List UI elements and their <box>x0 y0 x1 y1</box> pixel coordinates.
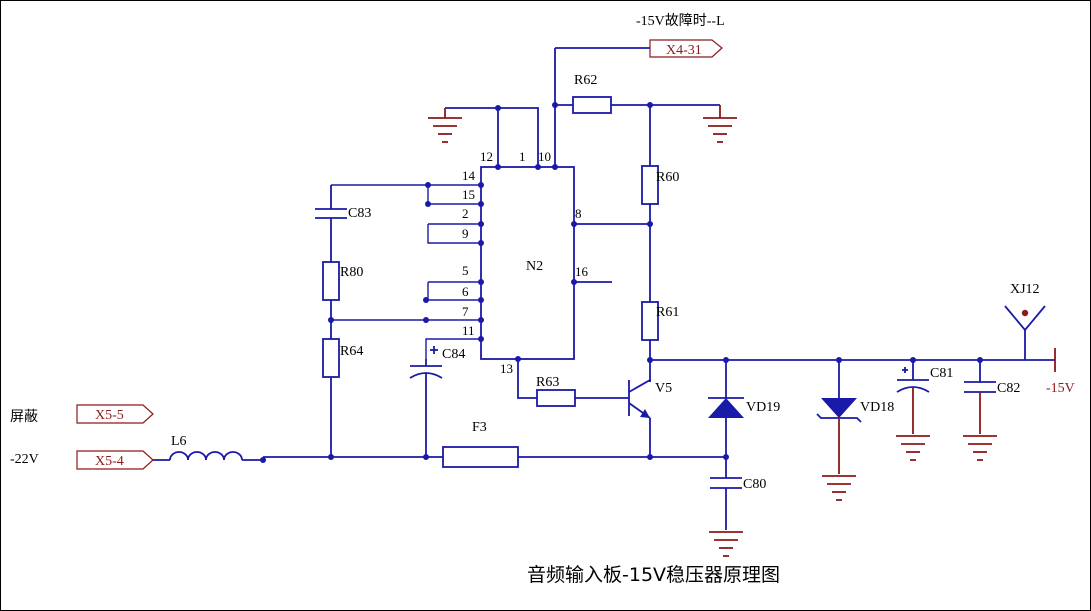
ground-symbol-c80 <box>709 531 743 557</box>
xj12-label: XJ12 <box>1010 282 1040 297</box>
resistor-r63 <box>536 389 576 407</box>
pin-1-label: 1 <box>519 149 526 164</box>
shield-label: 屏蔽 <box>10 409 38 425</box>
junction-dot <box>478 201 484 207</box>
pin-16-label: 16 <box>575 264 589 279</box>
r64-label: R64 <box>340 344 363 359</box>
pin-11-label: 11 <box>462 323 475 338</box>
r61-label: R61 <box>656 305 679 320</box>
c83-label: C83 <box>348 206 371 221</box>
junction-dot <box>552 102 558 108</box>
c82-label: C82 <box>997 381 1020 396</box>
fault-note: -15V故障时--L <box>636 13 725 29</box>
resistor-r62 <box>572 96 612 114</box>
capacitor-c82 <box>964 360 996 434</box>
junction-dot <box>423 454 429 460</box>
vd19-label: VD19 <box>746 400 780 415</box>
r62-label: R62 <box>574 73 597 88</box>
pin-5-label: 5 <box>462 263 469 278</box>
capacitor-c81 <box>896 360 930 434</box>
pin-8-label: 8 <box>575 206 582 221</box>
pin-15-label: 15 <box>462 187 475 202</box>
junction-dot <box>478 221 484 227</box>
junction-dot <box>478 317 484 323</box>
diagram-title: 音频输入板-15V稳压器原理图 <box>527 564 780 586</box>
ic-n2-body <box>480 166 575 360</box>
ground-symbol-top-left <box>428 117 462 143</box>
junction-dot <box>423 317 429 323</box>
port-x5-5 <box>76 404 154 424</box>
minus22v-label: -22V <box>10 452 39 467</box>
junction-dot <box>571 221 577 227</box>
resistor-r64 <box>322 338 340 378</box>
junction-dot <box>495 164 501 170</box>
zener-diode-vd19 <box>708 360 744 478</box>
pin-14-label: 14 <box>462 168 476 183</box>
capacitor-c83 <box>315 185 347 262</box>
junction-dot <box>425 201 431 207</box>
resistor-r80 <box>322 261 340 301</box>
pin-2-label: 2 <box>462 206 469 221</box>
junction-dot <box>478 182 484 188</box>
r60-label: R60 <box>656 170 679 185</box>
junction-dot <box>647 454 653 460</box>
pin-12-label: 12 <box>480 149 493 164</box>
pin-13-label: 13 <box>500 361 513 376</box>
junction-dot <box>495 105 501 111</box>
port-x5-5-label: X5-5 <box>95 408 124 423</box>
f3-label: F3 <box>472 420 487 435</box>
junction-dot <box>478 297 484 303</box>
vd18-label: VD18 <box>860 400 894 415</box>
l6-label: L6 <box>171 434 187 449</box>
v5-label: V5 <box>655 381 672 396</box>
junction-dot <box>478 279 484 285</box>
r63-label: R63 <box>536 375 559 390</box>
junction-dot <box>478 336 484 342</box>
port-x5-4-label: X5-4 <box>95 454 124 469</box>
wire-pin13 <box>517 359 537 399</box>
capacitor-c84 <box>409 346 443 457</box>
junction-dot <box>552 164 558 170</box>
junction-dot <box>647 221 653 227</box>
junction-dot <box>478 240 484 246</box>
transistor-v5 <box>628 379 651 457</box>
pin-6-label: 6 <box>462 284 469 299</box>
junction-dot <box>328 454 334 460</box>
junction-dot <box>425 182 431 188</box>
pin-7-label: 7 <box>462 304 469 319</box>
ic-n2-label: N2 <box>526 259 543 274</box>
port-x4-31-label: X4-31 <box>666 43 702 58</box>
port-x4-31 <box>649 39 723 58</box>
inductor-l6 <box>152 451 263 461</box>
ground-symbol-c82 <box>963 435 997 461</box>
test-point-xj12 <box>1004 305 1046 360</box>
pin-9-label: 9 <box>462 226 469 241</box>
ground-symbol-top-right <box>703 117 737 143</box>
junction-dot <box>423 297 429 303</box>
c81-label: C81 <box>930 366 953 381</box>
fuse-f3 <box>442 446 519 468</box>
r80-label: R80 <box>340 265 363 280</box>
junction-dot <box>647 357 653 363</box>
pin-10-label: 10 <box>538 149 551 164</box>
c84-label: C84 <box>442 347 465 362</box>
junction-dot <box>571 279 577 285</box>
c80-label: C80 <box>743 477 766 492</box>
zener-diode-vd18 <box>816 360 862 474</box>
ground-symbol-c81 <box>896 435 930 461</box>
minus15v-label: -15V <box>1046 381 1075 396</box>
port-x5-4 <box>76 450 154 470</box>
ground-symbol-vd18 <box>822 475 856 501</box>
capacitor-c80 <box>710 477 742 530</box>
junction-dot <box>515 356 521 362</box>
junction-dot <box>535 164 541 170</box>
